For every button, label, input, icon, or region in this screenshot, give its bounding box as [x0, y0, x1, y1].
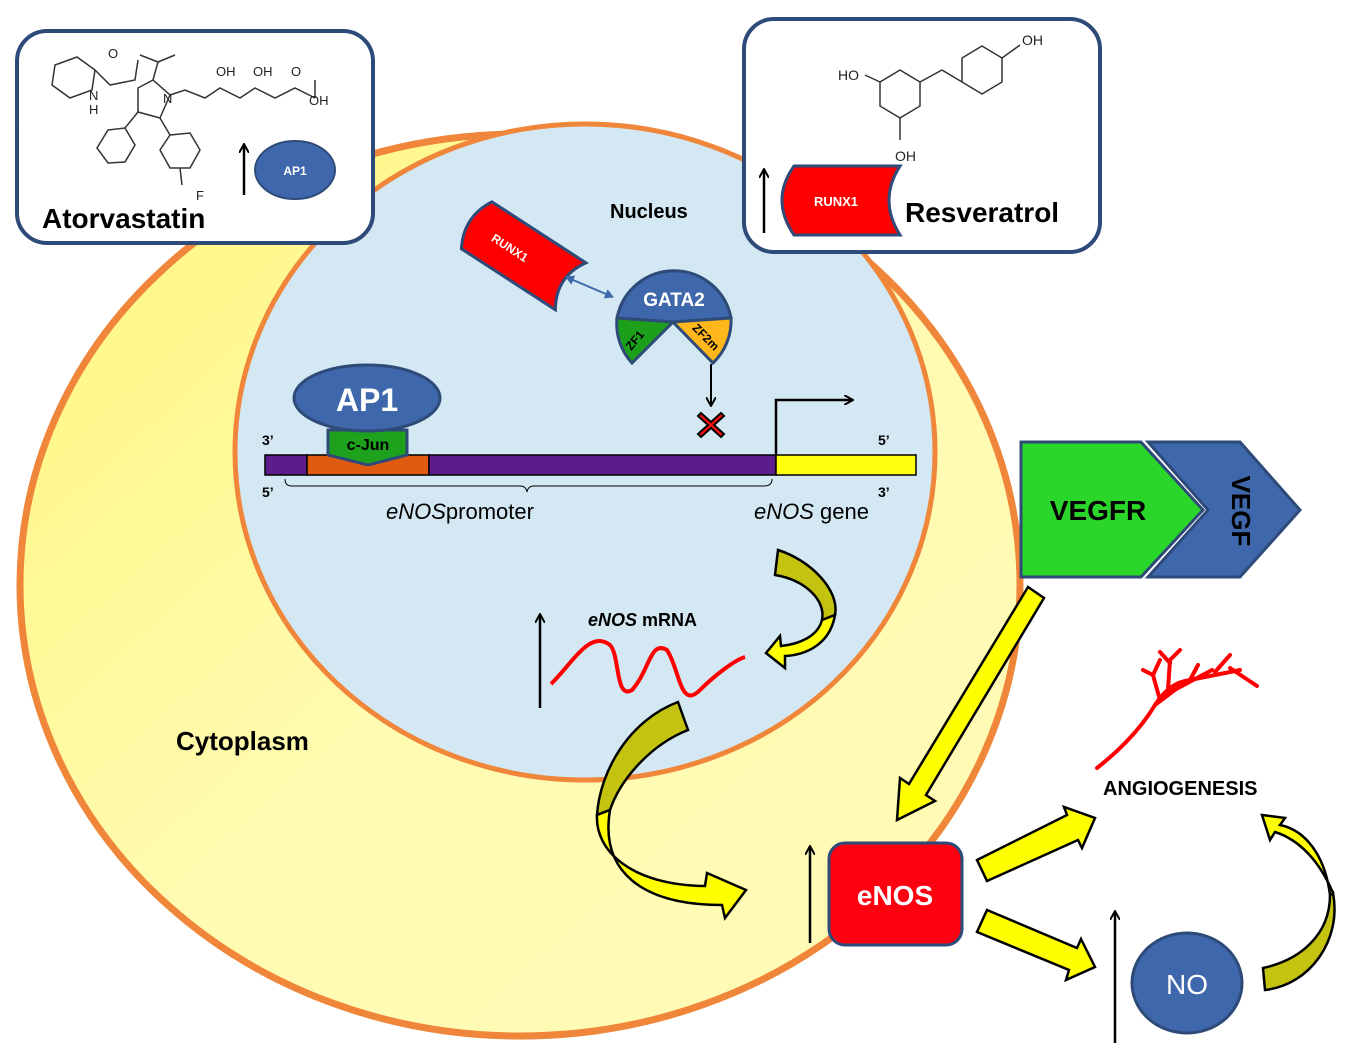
translation-curved-arrow: [595, 700, 748, 921]
dna-promoter-right: [428, 454, 777, 476]
resveratrol-panel: HO OH OH RUNX1 Resveratrol: [742, 17, 1102, 254]
dna-top-right-end: 5’: [878, 432, 890, 448]
resveratrol-title: Resveratrol: [905, 197, 1059, 228]
promoter-label: eNOSpromoter: [386, 499, 534, 524]
gata2-protein: GATA2 ZF1 ZF2m: [615, 269, 733, 366]
runx1-small: [780, 164, 903, 237]
blocked-x-icon: [696, 411, 726, 439]
svg-text:O: O: [108, 46, 118, 61]
blood-vessel-icon: [1095, 648, 1259, 770]
svg-text:N: N: [163, 91, 172, 106]
ap1-small-text: AP1: [283, 164, 307, 178]
dna-top-left-end: 3’: [262, 432, 274, 448]
enos-mrna-strand: [549, 639, 746, 698]
cytoplasm-label: Cytoplasm: [176, 726, 309, 756]
vegf-text: VEGF: [1226, 476, 1256, 547]
dna-bottom-left-end: 5’: [262, 484, 274, 500]
gene-label: eNOS gene: [754, 499, 869, 524]
svg-text:OH: OH: [1022, 32, 1043, 48]
mrna-label: eNOS mRNA: [588, 610, 697, 630]
no-to-angiogenesis-curved-arrow: [1260, 813, 1336, 992]
svg-text:OH: OH: [253, 64, 273, 79]
resveratrol-structure: [864, 44, 1021, 140]
nucleus-envelope: [232, 121, 938, 783]
dna-promoter-left: [264, 454, 308, 476]
vegfr-text: VEGFR: [1050, 495, 1146, 526]
cjun-text: c-Jun: [347, 437, 390, 454]
no-text: NO: [1166, 969, 1208, 1000]
nucleus-label: Nucleus: [610, 201, 688, 223]
svg-text:OH: OH: [216, 64, 236, 79]
nitric-oxide: NO: [1130, 931, 1244, 1035]
dna-bottom-right-end: 3’: [878, 484, 890, 500]
atorvastatin-atom-labels: O N H N OH OH O OH F: [89, 46, 329, 203]
vegfr-to-enos-arrow: [895, 585, 1046, 823]
enos-to-angiogenesis-arrow: [975, 804, 1097, 883]
enos-gene-segment: [775, 454, 917, 476]
atorvastatin-title: Atorvastatin: [42, 203, 205, 234]
ap1-nucleus-text: AP1: [336, 382, 398, 418]
vegf-ligand: VEGF: [1144, 440, 1303, 579]
svg-text:OH: OH: [895, 148, 916, 164]
svg-text:O: O: [291, 64, 301, 79]
enos-to-no-arrow: [975, 908, 1097, 983]
transcription-start-arrow: [774, 400, 852, 455]
angiogenesis-label: ANGIOGENESIS: [1103, 778, 1257, 800]
svg-text:N: N: [89, 88, 98, 103]
ap1-nucleus: AP1: [292, 363, 442, 433]
svg-text:HO: HO: [838, 67, 859, 83]
enos-enzyme: eNOS: [827, 841, 964, 947]
runx1-small-text: RUNX1: [814, 194, 858, 209]
atorvastatin-panel: O N H N OH OH O OH F AP1 Atorvastatin: [15, 29, 375, 245]
vegfr-receptor: VEGFR: [1019, 440, 1206, 579]
resveratrol-atom-labels: HO OH OH: [838, 32, 1043, 164]
ap1-small: [254, 140, 336, 200]
svg-text:F: F: [196, 188, 204, 203]
cjun-protein: c-Jun: [326, 428, 409, 467]
promoter-brace: [284, 478, 773, 493]
svg-text:H: H: [89, 102, 98, 117]
atorvastatin-structure: [51, 54, 316, 186]
enos-text: eNOS: [857, 880, 933, 911]
runx1-nucleus: RUNX1: [459, 200, 589, 313]
transcription-curved-arrow: [764, 548, 837, 671]
svg-text:OH: OH: [309, 93, 329, 108]
runx1-gata2-interaction-arrow: [565, 275, 614, 299]
gata2-text: GATA2: [643, 290, 705, 311]
